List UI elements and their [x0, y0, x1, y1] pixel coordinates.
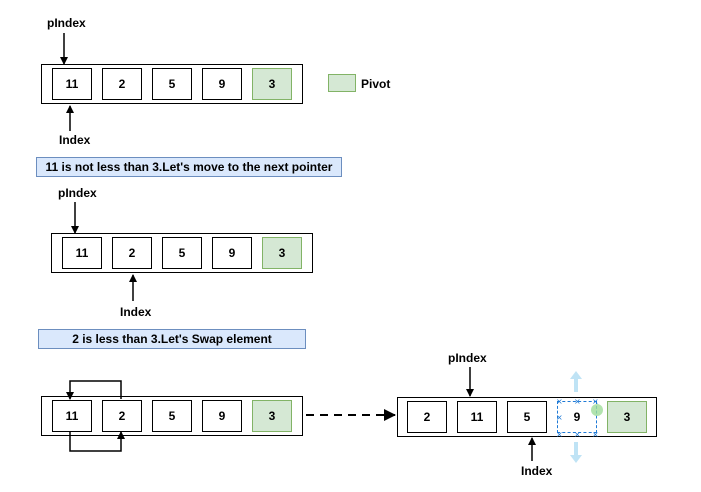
step2-cell-0[interactable]: 11 [62, 237, 102, 269]
step3-array[interactable]: 11 2 5 9 3 [41, 396, 303, 436]
svg-text:×: × [592, 430, 599, 439]
step2-cell-1[interactable]: 2 [112, 237, 152, 269]
step1-cell-2[interactable]: 5 [152, 68, 192, 100]
svg-text:×: × [556, 430, 563, 439]
step2-cell-pivot[interactable]: 3 [262, 237, 302, 269]
step1-message-banner: 11 is not less than 3.Let's move to the … [36, 157, 342, 177]
step3-cell-2[interactable]: 5 [152, 400, 192, 432]
step2-message-banner: 2 is less than 3.Let's Swap element [38, 329, 306, 349]
step2-cell-3[interactable]: 9 [212, 237, 252, 269]
step2-array[interactable]: 11 2 5 9 3 [51, 233, 313, 273]
resize-handle-down-icon [570, 442, 582, 463]
step1-array[interactable]: 11 2 5 9 3 [41, 64, 303, 104]
step4-cell-pivot[interactable]: 3 [607, 401, 647, 433]
step4-pindex-label: pIndex [448, 351, 487, 365]
step4-cell-3-selected[interactable]: 9 [557, 401, 597, 433]
step1-index-label: Index [59, 133, 91, 147]
svg-text:×: × [574, 430, 581, 439]
step4-index-label: Index [521, 464, 553, 478]
selection-corner-handles: × × × × × × × [556, 397, 599, 439]
resize-handle-up-icon [570, 371, 582, 392]
step3-cell-pivot[interactable]: 3 [252, 400, 292, 432]
step2-pindex-label: pIndex [58, 186, 97, 200]
step2-cell-2[interactable]: 5 [162, 237, 202, 269]
svg-text:×: × [556, 413, 563, 422]
svg-text:×: × [556, 397, 563, 406]
step3-cell-3[interactable]: 9 [202, 400, 242, 432]
step1-cell-0[interactable]: 11 [52, 68, 92, 100]
step1-cell-3[interactable]: 9 [202, 68, 242, 100]
step1-cell-1[interactable]: 2 [102, 68, 142, 100]
step2-index-label: Index [120, 305, 152, 319]
legend-pivot-label: Pivot [361, 77, 391, 91]
svg-text:×: × [574, 397, 581, 406]
step4-cell-2[interactable]: 5 [507, 401, 547, 433]
svg-text:×: × [592, 397, 599, 406]
step4-cell-1[interactable]: 11 [457, 401, 497, 433]
rotate-handle-icon [591, 404, 603, 416]
step4-cell-0[interactable]: 2 [407, 401, 447, 433]
legend-pivot-swatch [328, 74, 356, 92]
swap-connector-bottom [69, 431, 125, 452]
step1-pindex-label: pIndex [47, 16, 86, 30]
step4-array[interactable]: 2 11 5 9 3 [397, 397, 657, 437]
step3-cell-0[interactable]: 11 [52, 400, 92, 432]
step3-cell-1[interactable]: 2 [102, 400, 142, 432]
step1-cell-pivot[interactable]: 3 [252, 68, 292, 100]
swap-connector-top [66, 380, 122, 400]
